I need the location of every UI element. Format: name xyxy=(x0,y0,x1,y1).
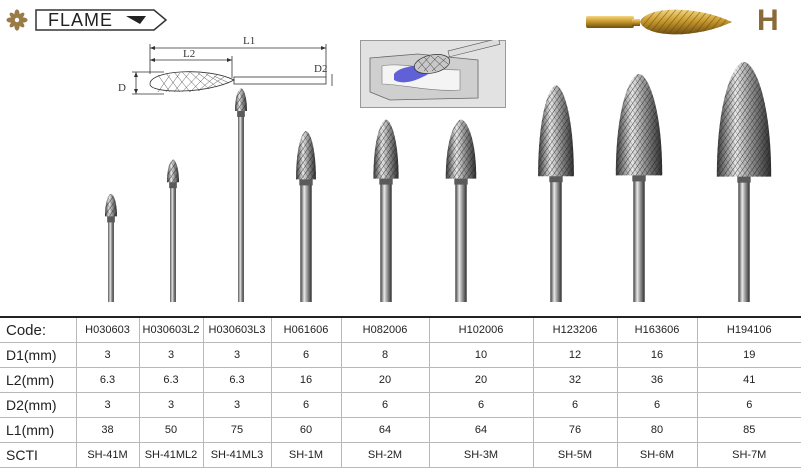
d2-cell: 6 xyxy=(340,392,430,418)
l2-cell: 32 xyxy=(532,367,618,393)
burr-image xyxy=(296,131,316,302)
scti-cell: SH-41ML3 xyxy=(202,442,272,468)
l2-cell: 36 xyxy=(616,367,698,393)
d1-label: D xyxy=(118,82,126,94)
code-cell: H082006 xyxy=(340,316,430,343)
d1-cell: 3 xyxy=(202,342,272,368)
code-cell: H194106 xyxy=(696,316,801,343)
d1-cell: 3 xyxy=(138,342,204,368)
title-tag xyxy=(35,9,168,31)
scti-cell: SH-41ML2 xyxy=(138,442,204,468)
burr-image xyxy=(538,85,574,302)
code-cell: H030603 xyxy=(75,316,140,343)
scti-cell: SH-6M xyxy=(616,442,698,468)
d2-cell: 6 xyxy=(616,392,698,418)
l2-cell: 6.3 xyxy=(202,367,272,393)
d2-cell: 6 xyxy=(532,392,618,418)
d1-cell: 8 xyxy=(340,342,430,368)
burr-image xyxy=(235,88,247,302)
d2-cell: 3 xyxy=(138,392,204,418)
row-header: L2(mm) xyxy=(0,367,77,393)
l1-cell: 85 xyxy=(696,417,801,443)
gold-burr-image xyxy=(586,9,732,35)
l1-cell: 80 xyxy=(616,417,698,443)
flower-icon xyxy=(6,9,28,31)
burr-lineup xyxy=(105,62,772,302)
d2-cell: 3 xyxy=(202,392,272,418)
dimension-drawing xyxy=(132,44,333,95)
row-header: SCTI xyxy=(0,442,77,468)
row-header: L1(mm) xyxy=(0,417,77,443)
d1-cell: 10 xyxy=(428,342,534,368)
burr-image xyxy=(615,74,663,302)
d2-cell: 6 xyxy=(428,392,534,418)
page-header: FLAME H xyxy=(0,0,801,40)
d1-cell: 6 xyxy=(270,342,342,368)
burr-image xyxy=(373,119,399,302)
scti-cell: SH-3M xyxy=(428,442,534,468)
d1-cell: 19 xyxy=(696,342,801,368)
code-cell: H061606 xyxy=(270,316,342,343)
l1-cell: 60 xyxy=(270,417,342,443)
l2-cell: 6.3 xyxy=(75,367,140,393)
page-title: FLAME xyxy=(48,10,114,30)
code-cell: H123206 xyxy=(532,316,618,343)
scti-cell: SH-2M xyxy=(340,442,430,468)
d1-cell: 3 xyxy=(75,342,140,368)
scti-cell: SH-41M xyxy=(75,442,140,468)
scti-cell: SH-5M xyxy=(532,442,618,468)
burr-image xyxy=(716,62,772,302)
code-cell: H102006 xyxy=(428,316,534,343)
code-cell: H030603L2 xyxy=(138,316,204,343)
burr-image xyxy=(445,119,477,302)
row-header: D2(mm) xyxy=(0,392,77,418)
l1-cell: 75 xyxy=(202,417,272,443)
d1-cell: 12 xyxy=(532,342,618,368)
l1-label: L1 xyxy=(243,35,256,47)
l1-cell: 38 xyxy=(75,417,140,443)
l1-cell: 50 xyxy=(138,417,204,443)
row-header: D1(mm) xyxy=(0,342,77,368)
code-cell: H163606 xyxy=(616,316,698,343)
l2-cell: 16 xyxy=(270,367,342,393)
l2-cell: 20 xyxy=(340,367,430,393)
scti-cell: SH-7M xyxy=(696,442,801,468)
l2-cell: 6.3 xyxy=(138,367,204,393)
series-letter: H xyxy=(757,4,779,37)
l1-cell: 76 xyxy=(532,417,618,443)
d2-cell: 3 xyxy=(75,392,140,418)
code-cell: H030603L3 xyxy=(202,316,272,343)
d2-label: D2 xyxy=(314,63,328,75)
l2-label: L2 xyxy=(183,48,196,60)
scti-cell: SH-1M xyxy=(270,442,342,468)
l2-cell: 20 xyxy=(428,367,534,393)
l1-cell: 64 xyxy=(340,417,430,443)
l1-cell: 64 xyxy=(428,417,534,443)
row-header: Code: xyxy=(0,316,77,343)
l2-cell: 41 xyxy=(696,367,801,393)
burr-image xyxy=(105,193,117,302)
d2-cell: 6 xyxy=(696,392,801,418)
burr-image xyxy=(167,159,179,302)
d2-cell: 6 xyxy=(270,392,342,418)
usage-illustration xyxy=(360,40,506,108)
d1-cell: 16 xyxy=(616,342,698,368)
